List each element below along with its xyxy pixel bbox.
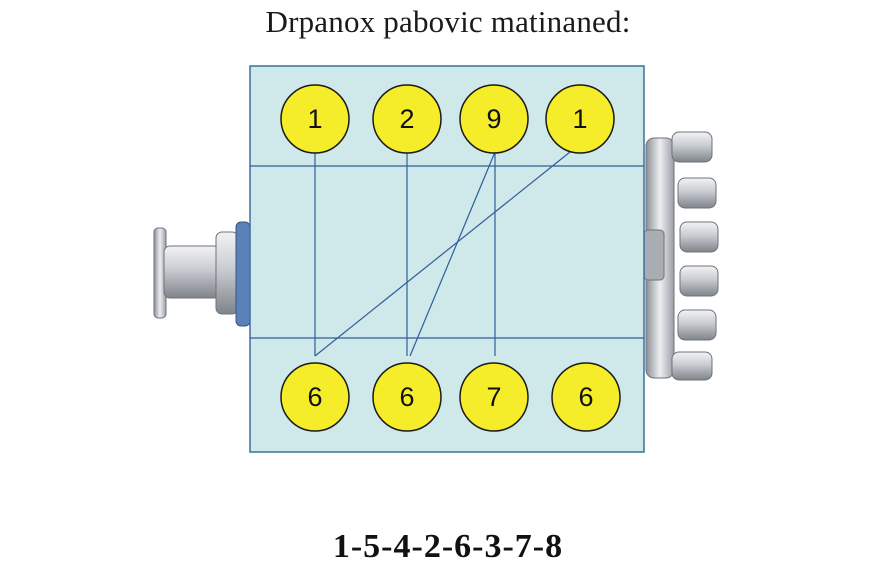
cylinder-label: 1 [572, 104, 587, 134]
cylinder-label: 1 [307, 104, 322, 134]
firing-order: 1-5-4-2-6-3-7-8 [332, 528, 564, 565]
flywheel-tooth [677, 177, 717, 209]
cylinder-circle [280, 362, 350, 432]
cylinder-bottom-1: 6 [280, 362, 350, 432]
cylinder-bottom-2: 6 [372, 362, 442, 432]
connector-line [409, 151, 496, 357]
shaft-body [163, 245, 221, 299]
cylinder-circle [551, 362, 621, 432]
diagram-title: Drpanox pabovic matinaned: [265, 4, 631, 39]
flywheel-tooth [677, 309, 717, 341]
cylinder-circle [280, 84, 350, 154]
shaft-hub [215, 231, 239, 315]
cylinder-bottom-3: 7 [459, 362, 529, 432]
cylinder-label: 6 [578, 382, 593, 412]
cylinder-top-1: 1 [280, 84, 350, 154]
crankshaft-pulley [153, 221, 251, 327]
cylinder-label: 7 [486, 382, 501, 412]
cylinder-circle [372, 362, 442, 432]
cylinder-circle [459, 84, 529, 154]
cylinder-circle [545, 84, 615, 154]
connector-line [314, 151, 571, 357]
cylinder-circle [372, 84, 442, 154]
cylinder-top-2: 2 [372, 84, 442, 154]
cylinder-label: 6 [399, 382, 414, 412]
cylinder-circle [459, 362, 529, 432]
flywheel-tooth [679, 265, 719, 297]
cylinder-bottom-4: 6 [551, 362, 621, 432]
cylinder-label: 6 [307, 382, 322, 412]
cylinder-top-3: 9 [459, 84, 529, 154]
flywheel-tooth [671, 131, 713, 163]
flywheel-tooth [671, 351, 713, 381]
cylinder-label: 9 [486, 104, 501, 134]
flywheel [643, 131, 719, 381]
cylinder-label: 2 [399, 104, 414, 134]
seal-ring [235, 221, 251, 327]
flywheel-tooth [679, 221, 719, 253]
cylinder-top-4: 1 [545, 84, 615, 154]
flywheel-hub [643, 229, 665, 281]
